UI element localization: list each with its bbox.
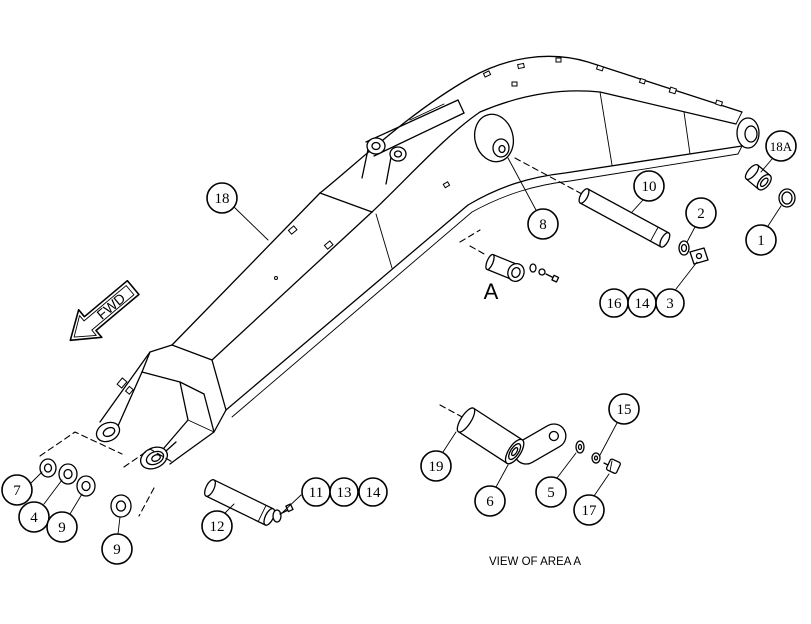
washer-15 — [591, 452, 601, 464]
callout-11: 11 — [301, 477, 331, 507]
washer-2 — [678, 240, 690, 256]
area-a-bracket-1 — [459, 229, 481, 243]
callout-14-lower: 14 — [358, 477, 388, 507]
area-a-bracket-2 — [469, 245, 487, 256]
center-boss — [473, 113, 515, 163]
pin-12-hardware — [272, 503, 294, 523]
pin-10 — [578, 188, 671, 248]
leader-lines — [29, 157, 782, 535]
callout-3-label: 3 — [666, 296, 674, 312]
callout-15-label: 15 — [617, 402, 632, 418]
boom-seam-1 — [375, 213, 393, 269]
boom-top-arch-inner — [371, 90, 737, 213]
boom-pads — [274, 57, 724, 280]
boom-top-left-edge — [171, 192, 321, 346]
callout-7-label: 7 — [13, 483, 21, 499]
boom-foot-side — [211, 359, 227, 411]
callout-10-label: 10 — [642, 179, 657, 195]
boom-seam-2 — [599, 91, 613, 166]
callout-13-label: 13 — [337, 485, 352, 501]
callout-10: 10 — [633, 170, 665, 202]
callout-4: 4 — [18, 501, 50, 533]
callout-14-upper-label: 14 — [635, 296, 651, 312]
callout-18a: 18A — [765, 130, 797, 162]
pin-19-centerline — [439, 404, 465, 419]
callout-12: 12 — [201, 510, 233, 542]
detail-caption: VIEW OF AREA A — [489, 556, 581, 568]
pin-10-centerline — [514, 157, 583, 195]
callout-1: 1 — [745, 224, 777, 256]
detail-view: VIEW OF AREA A — [439, 404, 621, 568]
callout-14-upper: 14 — [627, 288, 657, 318]
callout-12-label: 12 — [210, 519, 225, 535]
callout-14-lower-label: 14 — [366, 485, 382, 501]
callout-17: 17 — [573, 494, 605, 526]
boom-bottom-plate — [231, 153, 739, 418]
washer-bracket-upper — [39, 431, 123, 457]
callout-7: 7 — [1, 474, 33, 506]
callout-18a-label: 18A — [770, 139, 793, 154]
washer-5 — [575, 440, 585, 454]
boom-top-arch — [319, 55, 743, 194]
boom-end-cap — [735, 111, 743, 155]
callout-5: 5 — [535, 476, 567, 508]
callout-16-label: 16 — [607, 296, 623, 312]
bushing-18a — [744, 163, 772, 191]
callout-3: 3 — [655, 288, 685, 318]
callout-13: 13 — [329, 477, 359, 507]
pin-19 — [456, 407, 525, 465]
boom — [95, 55, 760, 470]
callout-17-label: 17 — [582, 503, 598, 519]
boom-foot — [95, 344, 227, 470]
callout-9-right: 9 — [101, 533, 133, 565]
callout-2: 2 — [685, 197, 717, 229]
callout-6-label: 6 — [486, 494, 494, 510]
callout-4-label: 4 — [30, 510, 38, 526]
callout-5-label: 5 — [547, 485, 555, 501]
callout-9-left: 9 — [46, 511, 78, 543]
callout-6: 6 — [474, 485, 506, 517]
callout-15: 15 — [608, 393, 640, 425]
callout-8: 8 — [527, 208, 559, 240]
boom-top-plate-edge — [211, 211, 373, 361]
ring-1 — [778, 188, 796, 208]
callout-2-label: 2 — [697, 206, 705, 222]
boom-seam-3 — [683, 111, 691, 155]
pin-12 — [204, 479, 276, 526]
plate-3 — [689, 247, 709, 265]
callout-9-left-label: 9 — [58, 520, 66, 536]
boom-foot-crease — [171, 344, 213, 361]
callout-1-label: 1 — [757, 233, 765, 249]
callout-18: 18 — [206, 182, 238, 214]
boom-bottom-edge — [225, 145, 743, 411]
cylinder-bracket — [361, 99, 465, 185]
callout-11-label: 11 — [309, 485, 323, 501]
boom-crease — [319, 192, 373, 213]
area-a-hardware — [529, 263, 560, 283]
washer-bracket-mid — [123, 448, 175, 468]
callout-19: 19 — [420, 450, 452, 482]
fwd-arrow: FWD — [69, 279, 140, 342]
area-a-marker: A — [484, 279, 499, 304]
callout-16: 16 — [599, 288, 629, 318]
boom-end-boss — [736, 117, 760, 149]
bolt-17 — [603, 458, 621, 474]
callout-18-label: 18 — [215, 191, 230, 207]
callout-8-label: 8 — [539, 217, 547, 233]
callout-19-label: 19 — [429, 459, 444, 475]
callout-9-right-label: 9 — [113, 542, 121, 558]
washer-stack — [39, 458, 132, 518]
washer-bracket-lower — [138, 487, 155, 517]
area-a-pin — [485, 253, 525, 283]
